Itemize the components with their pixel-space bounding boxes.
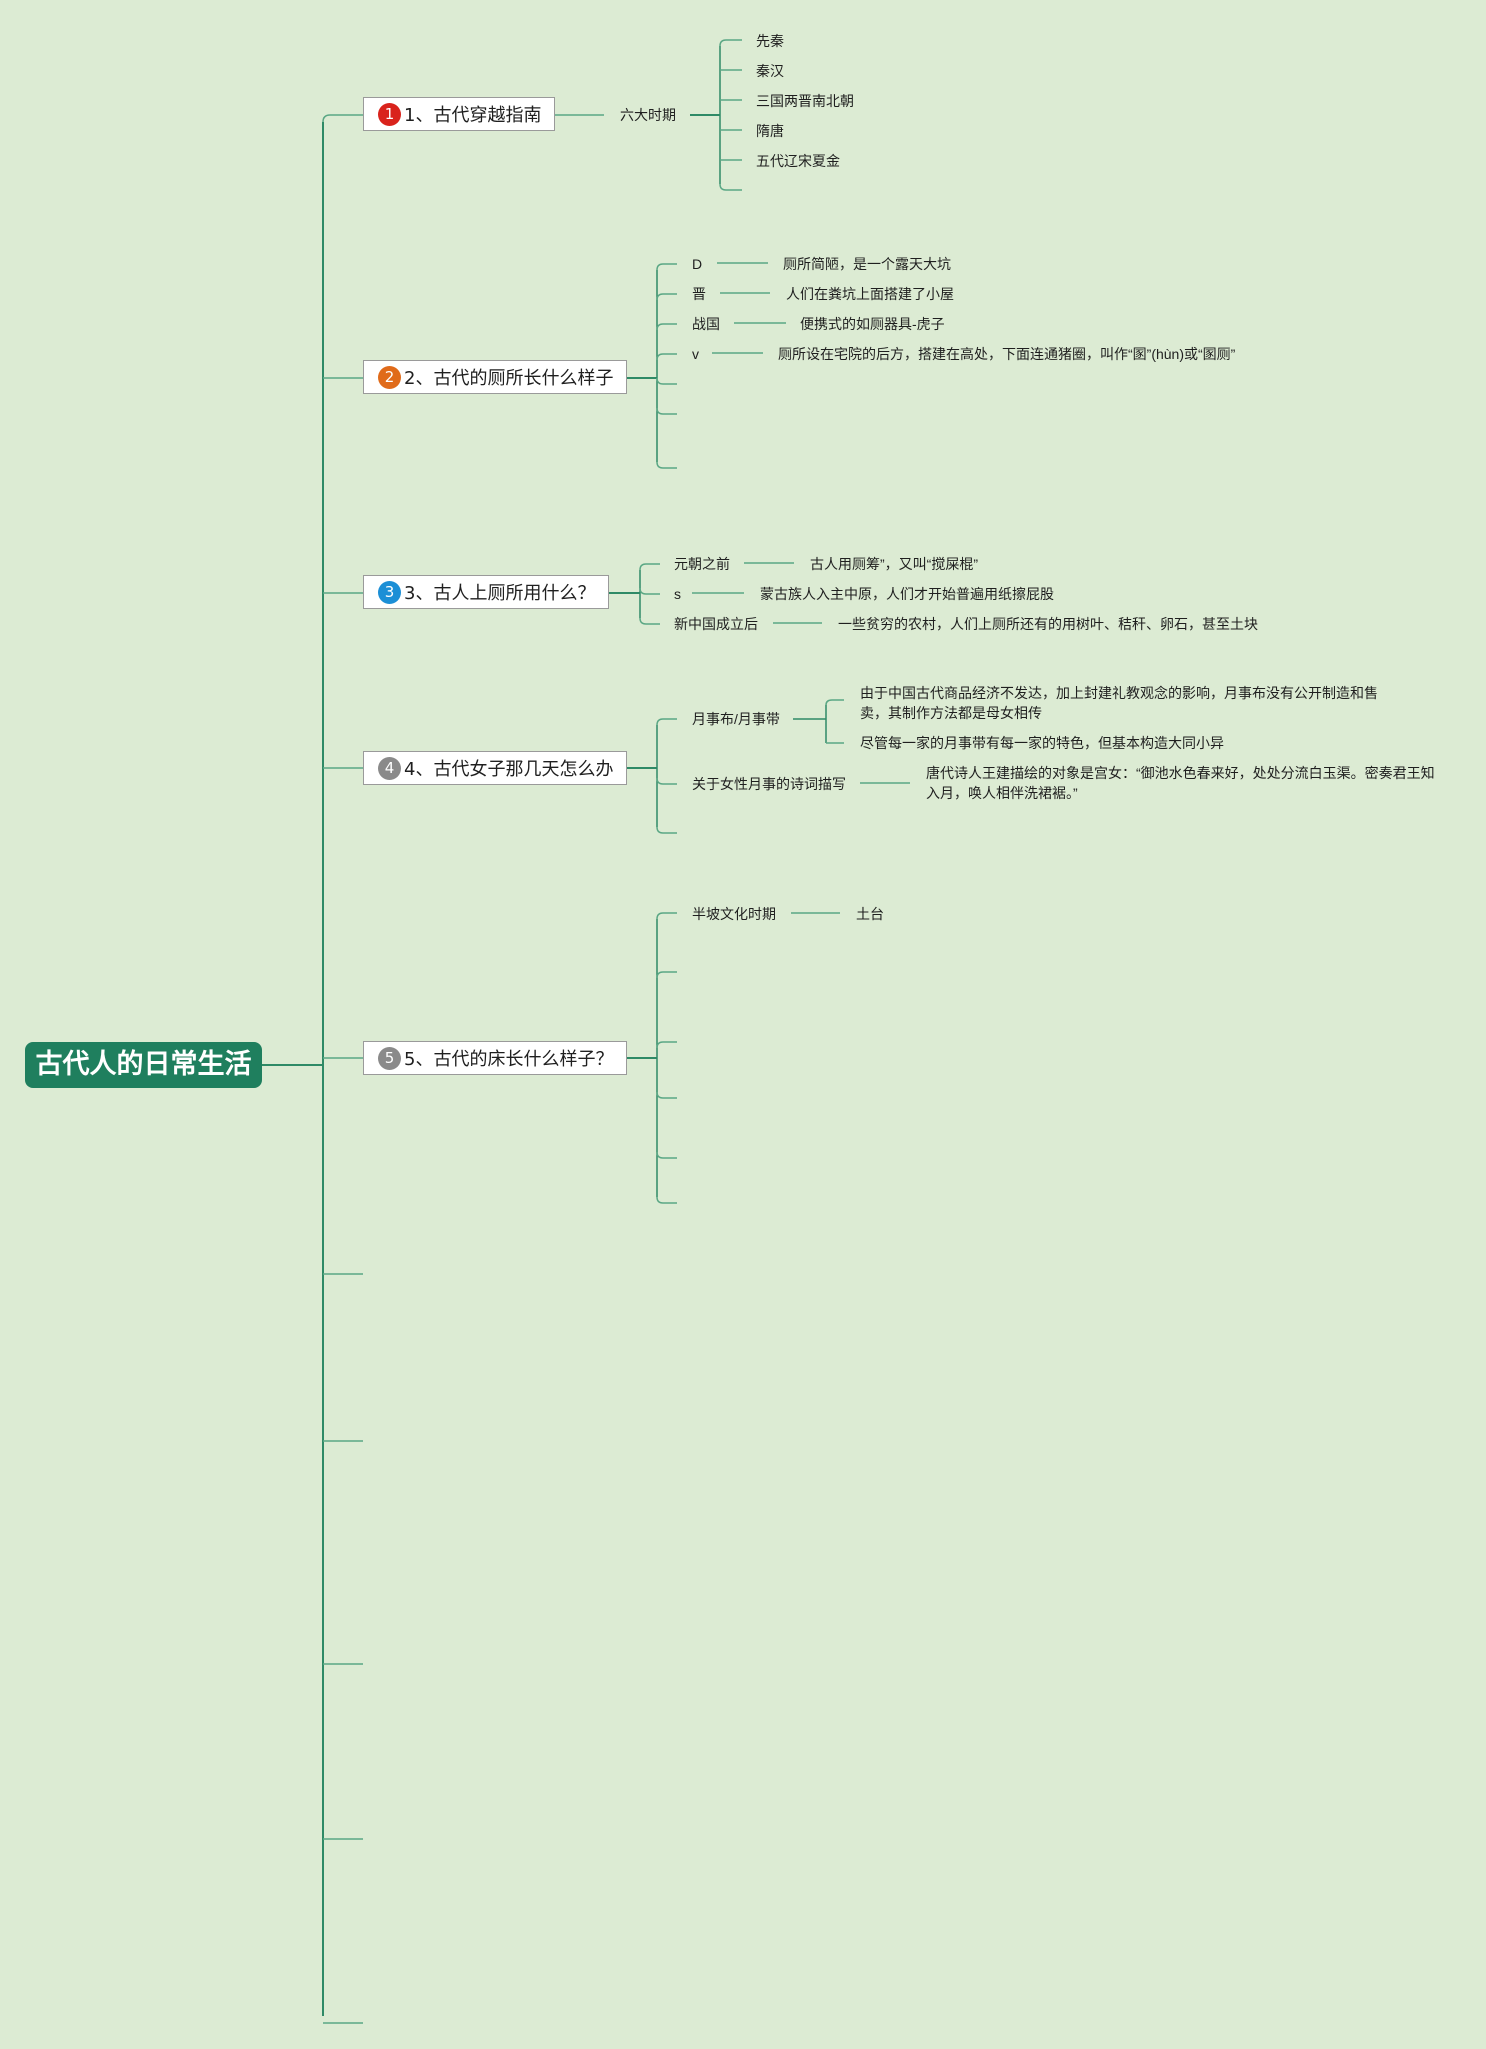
leaf-topic[interactable]: 尽管每一家的月事带有每一家的特色，但基本构造大同小异 bbox=[860, 735, 1224, 751]
subtree-connector bbox=[656, 971, 677, 979]
subtopic[interactable]: v bbox=[692, 346, 699, 362]
subtree-connector bbox=[656, 377, 677, 385]
subtree-connector bbox=[656, 1041, 677, 1049]
subtopic[interactable]: 半坡文化时期 bbox=[692, 906, 776, 922]
subtree-connector bbox=[639, 617, 660, 625]
priority-3-icon: 3 bbox=[378, 580, 401, 604]
subtree-connector bbox=[656, 826, 677, 834]
subtopic[interactable]: 晋 bbox=[692, 286, 706, 302]
leaf-topic[interactable]: 唐代诗人王建描绘的对象是宫女：“御池水色春来好，处处分流白玉渠。密奏君王知入月，… bbox=[926, 765, 1435, 801]
branch-label: 3、古人上厕所用什么？ bbox=[404, 583, 596, 604]
subtree-connector bbox=[656, 323, 677, 331]
branch-label: 1、古代穿越指南 bbox=[404, 105, 542, 126]
leaf-connector bbox=[825, 699, 844, 706]
subtree-connector bbox=[656, 353, 677, 361]
priority-1-icon: 1 bbox=[378, 102, 401, 126]
leaf-topic[interactable]: 一些贫穷的农村，人们上厕所还有的用树叶、秸秆、卵石，甚至土块 bbox=[838, 616, 1258, 632]
leaf-topic[interactable]: 秦汉 bbox=[756, 63, 784, 79]
leaf-topic[interactable]: 土台 bbox=[856, 906, 884, 922]
subtree-connector bbox=[639, 587, 660, 595]
subtopic[interactable]: s bbox=[674, 586, 681, 602]
subtree-connector bbox=[656, 718, 677, 726]
leaf-topic[interactable]: 蒙古族人入主中原，人们才开始普遍用纸擦屁股 bbox=[760, 586, 1054, 602]
branch-label: 2、古代的厕所长什么样子 bbox=[404, 368, 614, 389]
leaf-topic[interactable]: 先秦 bbox=[756, 33, 784, 49]
leaf-topic[interactable]: 五代辽宋夏金 bbox=[756, 153, 840, 169]
branch-connector bbox=[322, 114, 363, 123]
subtree-connector bbox=[656, 777, 677, 785]
subtopic[interactable]: 新中国成立后 bbox=[674, 616, 758, 632]
leaf-topic[interactable]: 古人用厕筹”，又叫“搅屎棍” bbox=[810, 556, 978, 572]
branch-topic-5[interactable]: 5 5、古代的床长什么样子？ bbox=[363, 1041, 627, 1075]
subtree-connector bbox=[656, 293, 677, 301]
branch-label: 4、古代女子那几天怎么办 bbox=[404, 759, 614, 780]
subtopic[interactable]: 战国 bbox=[692, 316, 720, 332]
subtree-connector bbox=[639, 563, 660, 571]
subtree-connector bbox=[656, 1196, 677, 1204]
leaf-topic[interactable]: 隋唐 bbox=[756, 123, 784, 139]
leaf-topic[interactable]: 三国两晋南北朝 bbox=[756, 93, 854, 109]
root-topic[interactable]: 古代人的日常生活 bbox=[25, 1042, 262, 1088]
branch-label: 5、古代的床长什么样子？ bbox=[404, 1049, 614, 1070]
subtopic[interactable]: 元朝之前 bbox=[674, 556, 730, 572]
leaf-topic[interactable]: 人们在粪坑上面搭建了小屋 bbox=[786, 286, 954, 302]
subtree-connector bbox=[656, 407, 677, 415]
leaf-topic[interactable]: 便携式的如厕器具-虎子 bbox=[800, 316, 945, 332]
subtree-connector bbox=[656, 1151, 677, 1159]
leaf-topic[interactable]: 厕所简陋，是一个露天大坑 bbox=[783, 256, 951, 272]
priority-5-icon: 5 bbox=[378, 1046, 401, 1070]
subtree-connector bbox=[719, 183, 742, 191]
branch-topic-3[interactable]: 3 3、古人上厕所用什么？ bbox=[363, 575, 609, 609]
subtopic-period[interactable]: 六大时期 bbox=[620, 107, 676, 123]
branch-topic-1[interactable]: 1 1、古代穿越指南 bbox=[363, 97, 555, 131]
subtree-connector bbox=[656, 461, 677, 469]
branch-topic-4[interactable]: 4 4、古代女子那几天怎么办 bbox=[363, 751, 627, 785]
subtree-connector bbox=[656, 912, 677, 920]
branch-topic-2[interactable]: 2 2、古代的厕所长什么样子 bbox=[363, 360, 627, 394]
leaf-topic[interactable]: 厕所设在宅院的后方，搭建在高处，下面连通猪圈，叫作“圂”(hùn)或“圂厕” bbox=[778, 346, 1236, 362]
subtree-connector bbox=[656, 263, 677, 271]
subtopic[interactable]: 月事布/月事带 bbox=[692, 711, 780, 727]
priority-4-icon: 4 bbox=[378, 756, 401, 780]
priority-2-icon: 2 bbox=[378, 365, 401, 389]
subtopic[interactable]: D bbox=[692, 256, 703, 272]
subtree-connector bbox=[656, 1091, 677, 1099]
subtopic[interactable]: 关于女性月事的诗词描写 bbox=[692, 776, 846, 792]
subtree-connector bbox=[719, 39, 742, 47]
leaf-topic[interactable]: 由于中国古代商品经济不发达，加上封建礼教观念的影响，月事布没有公开制造和售卖，其… bbox=[860, 685, 1378, 721]
